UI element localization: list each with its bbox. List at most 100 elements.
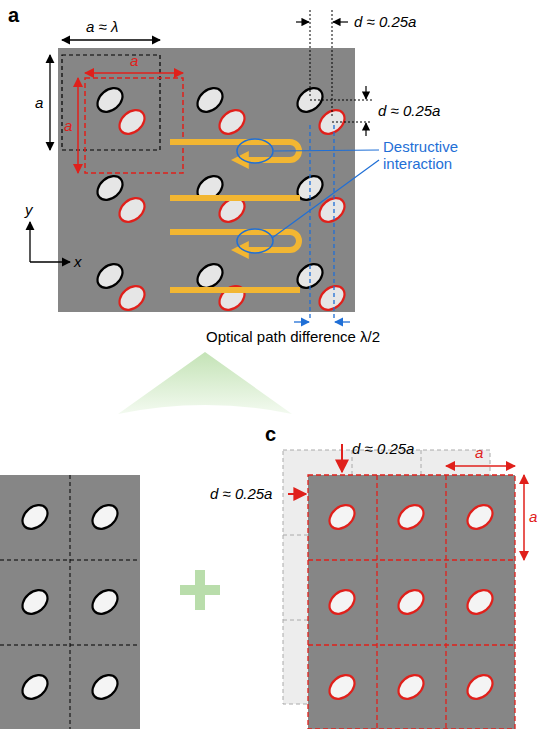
dimension-arrow (62, 39, 160, 40)
dimension-arrow (446, 465, 515, 467)
dimension-arrow (49, 55, 50, 150)
cell-grid (308, 559, 515, 560)
panel-ground (0, 475, 140, 729)
light-path (170, 232, 299, 250)
hole-array (325, 500, 497, 703)
hole (93, 259, 127, 292)
cell-grid (376, 475, 377, 729)
hole (325, 585, 359, 618)
path-guide (309, 125, 310, 318)
plus-sign (180, 570, 220, 610)
cell-grid (445, 475, 446, 729)
path-arrow (294, 321, 309, 322)
unit-cell-red (85, 78, 183, 173)
hole (88, 585, 122, 618)
axis-label: x (74, 253, 82, 270)
dimension-label: a (475, 444, 483, 461)
dimension-label: a (529, 508, 537, 525)
hole (88, 670, 122, 703)
unit-cell-black (62, 55, 160, 150)
hole (115, 281, 149, 314)
hole (463, 585, 497, 618)
cell-grid (0, 560, 140, 561)
hole (315, 281, 349, 314)
panel-c (283, 444, 524, 729)
hole (215, 105, 249, 138)
interaction-ring (237, 229, 273, 253)
cell-grid (308, 475, 515, 729)
interaction-note: Destructive interaction (383, 138, 478, 173)
hole-array (93, 83, 327, 292)
hole (325, 500, 359, 533)
hole (463, 670, 497, 703)
dimension-label: a ≈ λ (86, 18, 118, 35)
offset-arrow (296, 21, 309, 22)
hole (315, 193, 349, 226)
dimension-label: a (35, 94, 43, 111)
axis-label: y (25, 201, 33, 218)
hole (394, 670, 428, 703)
dimension-arrow (85, 72, 183, 74)
dimension-arrow (523, 475, 525, 560)
hole-array (115, 105, 349, 314)
dotted-guide (310, 10, 311, 98)
offset-label: d ≈ 0.25a (352, 440, 414, 457)
hole (18, 670, 52, 703)
plus-sign (195, 570, 205, 610)
hole (394, 585, 428, 618)
hole (463, 500, 497, 533)
cell-grid (283, 620, 308, 621)
offset-arrow (365, 86, 366, 99)
axis-arrow (29, 222, 30, 262)
dotted-guide (332, 10, 333, 118)
dimension-arrow (77, 78, 79, 173)
axis-arrow (30, 261, 70, 262)
panel-b (0, 475, 140, 729)
path-difference-label: Optical path difference λ/2 (206, 328, 380, 345)
offset-label: d ≈ 0.25a (378, 102, 440, 119)
cell-grid (421, 450, 422, 475)
cell-grid (308, 475, 515, 729)
leader-line (274, 150, 379, 151)
light-path (170, 142, 300, 290)
cell-grid (70, 475, 71, 729)
shift-arrow (341, 444, 343, 472)
dotted-guide (332, 122, 372, 123)
hole (215, 281, 249, 314)
hole-array (93, 83, 349, 314)
cell-grid (283, 535, 308, 536)
panel-label: a (8, 4, 19, 27)
hole (394, 500, 428, 533)
hole (93, 171, 127, 204)
hole (18, 585, 52, 618)
offset-arrow (365, 123, 366, 136)
panel-label: c (265, 423, 276, 446)
light-path (170, 195, 300, 201)
offset-label: d ≈ 0.25a (210, 485, 272, 502)
hole (93, 83, 127, 116)
hole (88, 500, 122, 533)
shift-arrow (288, 493, 306, 495)
path-guide (333, 125, 334, 318)
cell-grid (308, 644, 515, 645)
dotted-guide (310, 100, 372, 101)
leader-line (272, 160, 379, 238)
combine-arrow (118, 352, 292, 414)
dimension-label: a (64, 117, 72, 134)
hole (18, 500, 52, 533)
interaction-ring (237, 139, 273, 163)
hole (193, 83, 227, 116)
path-arrow (335, 321, 350, 322)
hole (115, 193, 149, 226)
offset-label: d ≈ 0.25a (354, 13, 416, 30)
hole-array (18, 500, 122, 703)
cell-grid (0, 645, 140, 646)
light-path (170, 287, 300, 293)
panel-a (30, 10, 379, 322)
hole (115, 105, 149, 138)
hole (325, 670, 359, 703)
panel-ground (308, 475, 515, 729)
dimension-label: a (130, 52, 138, 69)
